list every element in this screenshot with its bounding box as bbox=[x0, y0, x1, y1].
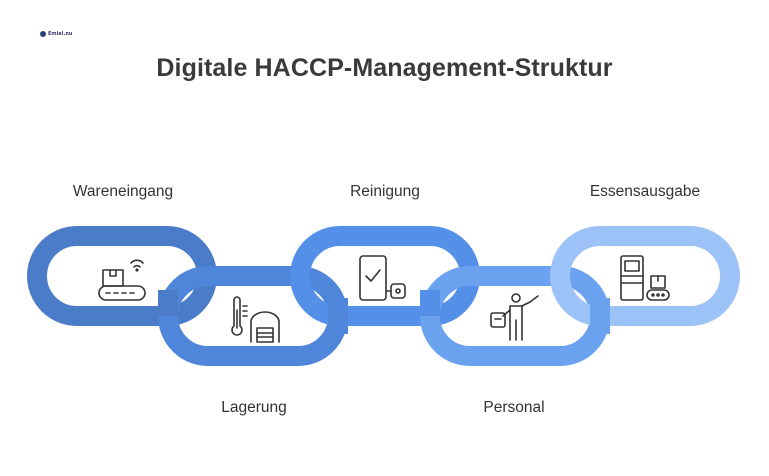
step-label-essensausgabe: Essensausgabe bbox=[589, 183, 701, 200]
person-clipboard-icon bbox=[490, 293, 539, 341]
logo-text: Emiel.nu bbox=[48, 31, 73, 37]
step-label-personal: Personal bbox=[483, 399, 545, 416]
step-label-wareneingang: Wareneingang bbox=[72, 183, 174, 200]
company-logo: Emiel.nu bbox=[40, 31, 72, 37]
step-label-reinigung: Reinigung bbox=[350, 183, 420, 200]
kiosk-box-conveyor-icon bbox=[620, 255, 670, 301]
chain-link-essensausgabe bbox=[550, 226, 740, 326]
conveyor-box-wifi-icon bbox=[98, 259, 146, 301]
step-label-lagerung: Lagerung bbox=[221, 399, 287, 416]
tablet-checklist-icon bbox=[359, 255, 406, 301]
diagram-title: Digitale HACCP-Management-Struktur bbox=[156, 54, 613, 82]
thermometer-warehouse-icon bbox=[231, 296, 280, 343]
logo-mark-icon bbox=[40, 31, 46, 37]
